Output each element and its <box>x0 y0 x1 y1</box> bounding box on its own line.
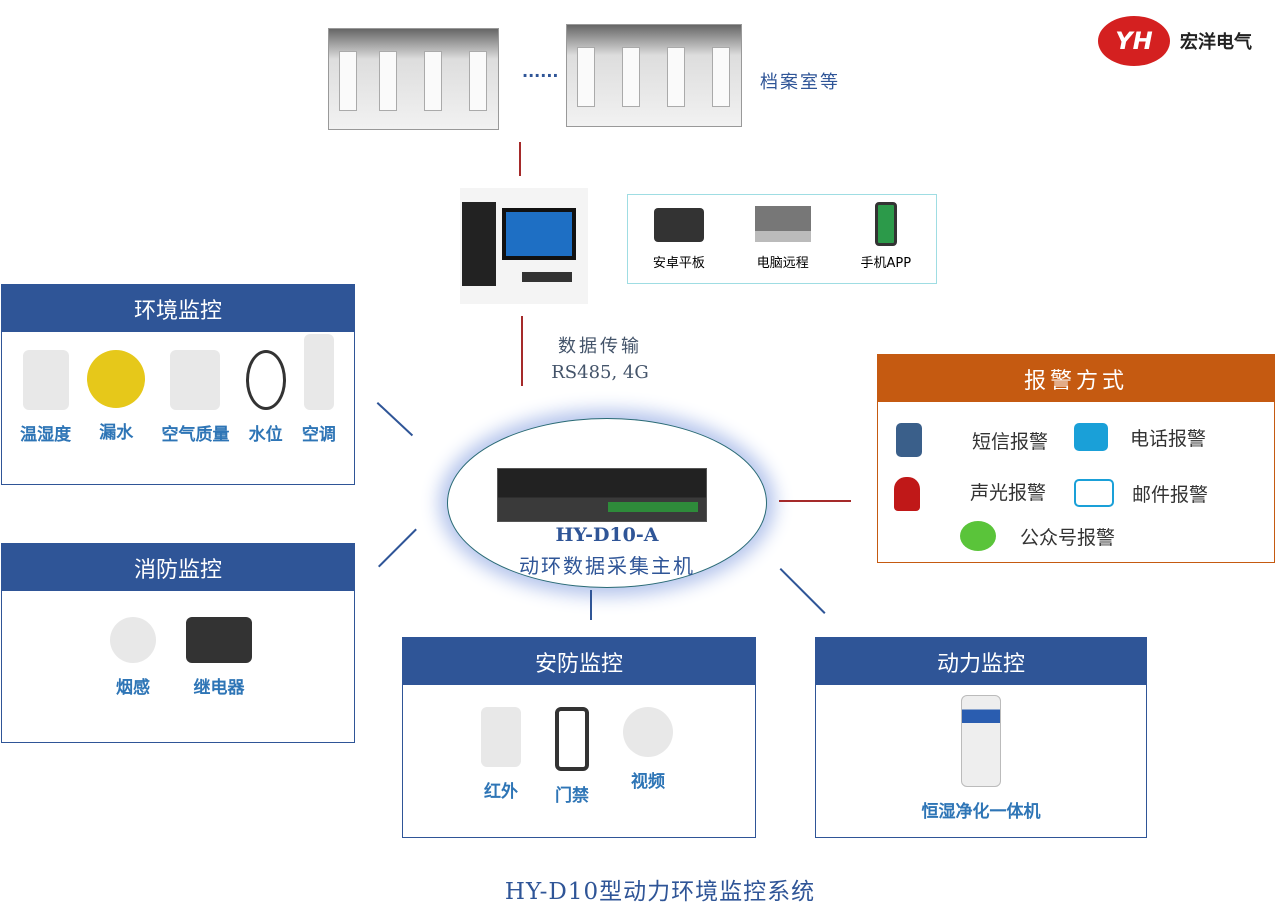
transmission-line1: 数据传输 <box>558 336 642 357</box>
logo-mark-text: YH <box>1115 27 1153 55</box>
telephone-icon <box>1074 423 1108 451</box>
security-title: 安防监控 <box>403 638 755 685</box>
siren-icon <box>894 477 920 511</box>
power-title: 动力监控 <box>816 638 1146 685</box>
fire-item: 继电器 <box>186 617 252 698</box>
alarm-title: 报警方式 <box>878 355 1274 402</box>
env-item: 空调 <box>301 334 336 445</box>
remote-clients-box: 安卓平板 电脑远程 手机APP <box>627 194 937 284</box>
item-label: 视频 <box>631 772 665 792</box>
host-device-image <box>497 468 707 522</box>
security-item: 门禁 <box>555 707 589 806</box>
thermometer-icon <box>22 350 69 410</box>
host-model: HY-D10-A <box>555 524 659 546</box>
smoke-detector-icon <box>110 617 156 663</box>
infrared-sensor-icon <box>481 707 521 767</box>
transmission-line2: RS485, 4G <box>551 362 649 383</box>
item-label: 红外 <box>484 782 518 802</box>
env-title: 环境监控 <box>2 285 354 332</box>
power-monitor-panel: 动力监控 恒湿净化一体机 <box>815 637 1147 838</box>
transmission-label: 数据传输 RS485, 4G <box>540 334 660 386</box>
alarm-label: 电话报警 <box>1130 427 1207 450</box>
ellipsis: ...... <box>522 62 559 81</box>
water-level-sensor-icon <box>245 350 286 410</box>
fire-title: 消防监控 <box>2 544 354 591</box>
item-label: 门禁 <box>555 786 589 806</box>
alarm-label: 声光报警 <box>970 481 1047 504</box>
client-label: 电脑远程 <box>756 256 809 271</box>
item-label: 空气质量 <box>161 425 230 445</box>
env-item: 温湿度 <box>20 350 71 445</box>
diagram-caption: HY-D10型动力环境监控系统 <box>504 879 816 905</box>
env-monitor-panel: 环境监控 温湿度 漏水 空气质量 水位 空调 <box>1 284 355 485</box>
client-tablet: 安卓平板 <box>653 208 705 271</box>
logo-mark-icon: YH <box>1098 16 1170 66</box>
archive-label: 档案室等 <box>760 72 840 93</box>
item-label: 水位 <box>248 425 283 445</box>
phone-icon <box>874 202 897 246</box>
power-item: 恒湿净化一体机 <box>816 695 1146 822</box>
archive-room-image-1 <box>328 28 499 130</box>
item-label: 漏水 <box>99 423 134 443</box>
client-label: 安卓平板 <box>652 256 705 271</box>
item-label: 空调 <box>301 425 336 445</box>
air-conditioner-icon <box>303 334 334 410</box>
item-label: 恒湿净化一体机 <box>921 802 1041 822</box>
archive-room-image-2 <box>566 24 742 127</box>
item-label: 继电器 <box>193 678 245 698</box>
relay-icon <box>186 617 252 663</box>
leak-cable-icon <box>87 350 146 408</box>
security-monitor-panel: 安防监控 红外 门禁 视频 <box>402 637 756 838</box>
alarm-label: 短信报警 <box>972 430 1049 453</box>
alarm-label: 公众号报警 <box>1020 526 1116 549</box>
alarm-wechat: 公众号报警 <box>960 521 1115 551</box>
humidity-purifier-icon <box>961 695 1001 787</box>
company-logo: YH 宏洋电气 <box>1098 16 1252 66</box>
alarm-sms: 短信报警 <box>896 423 1048 457</box>
env-item: 空气质量 <box>161 350 229 445</box>
env-item: 水位 <box>245 350 286 445</box>
security-item: 红外 <box>481 707 521 806</box>
desktop-computer-image <box>460 188 588 304</box>
alarm-sound-light: 声光报警 <box>894 477 1046 511</box>
security-item: 视频 <box>623 707 673 806</box>
laptop-icon <box>754 206 811 242</box>
env-item: 漏水 <box>87 350 146 445</box>
alarm-methods-panel: 报警方式 短信报警 电话报警 声光报警 邮件报警 公众号报警 <box>877 354 1275 563</box>
air-quality-sensor-icon <box>170 350 221 410</box>
item-label: 温湿度 <box>20 425 72 445</box>
client-laptop: 电脑远程 <box>754 206 811 271</box>
camera-icon <box>623 707 673 757</box>
email-icon <box>1074 479 1114 507</box>
client-phone: 手机APP <box>860 202 912 271</box>
wechat-icon <box>960 521 996 551</box>
alarm-email: 邮件报警 <box>1074 479 1208 507</box>
host-name: 动环数据采集主机 <box>519 554 695 578</box>
alarm-label: 邮件报警 <box>1132 483 1209 506</box>
door-access-icon <box>555 707 589 771</box>
tablet-icon <box>653 208 704 242</box>
client-label: 手机APP <box>860 256 912 271</box>
item-label: 烟感 <box>116 678 150 698</box>
mobile-phone-icon <box>896 423 922 457</box>
company-name: 宏洋电气 <box>1180 32 1252 53</box>
fire-item: 烟感 <box>110 617 156 698</box>
alarm-phone: 电话报警 <box>1074 423 1206 451</box>
fire-monitor-panel: 消防监控 烟感 继电器 <box>1 543 355 743</box>
